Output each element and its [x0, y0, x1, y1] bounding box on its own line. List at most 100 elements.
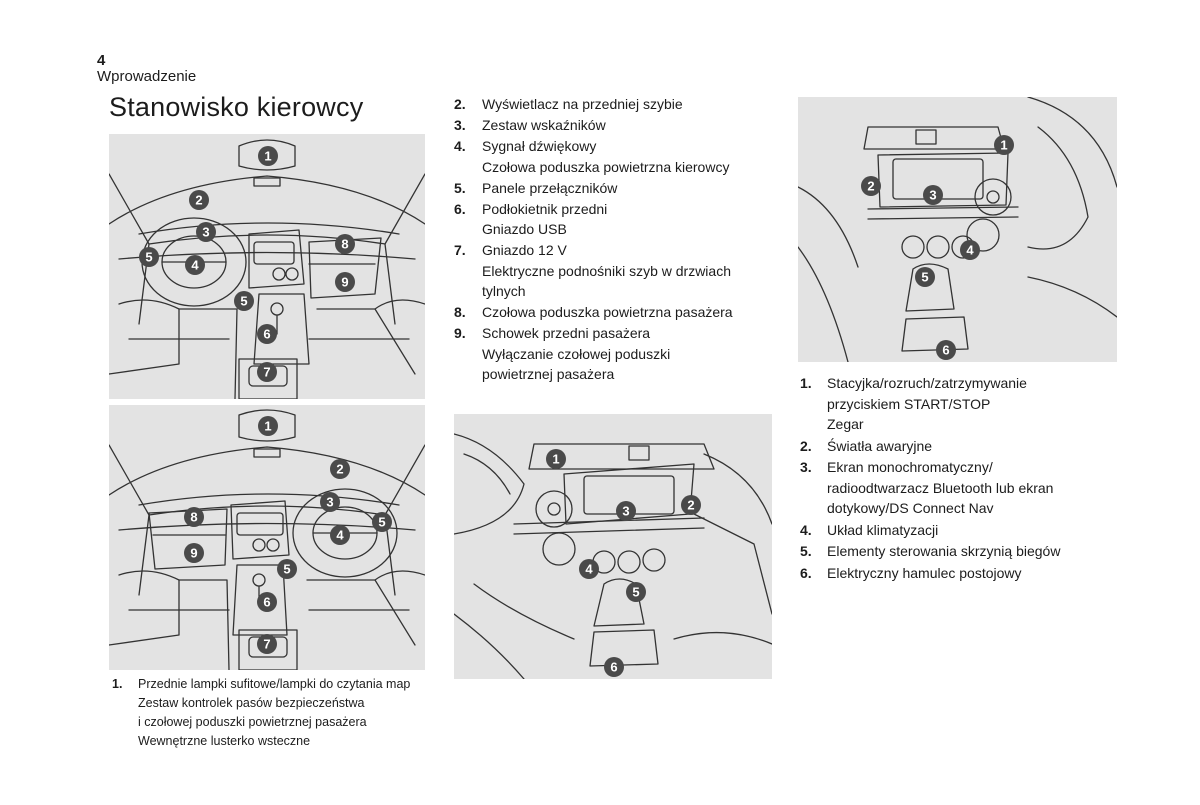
item-line: Elektryczne podnośniki szyb w drzwiach	[482, 262, 731, 279]
callout-number: 1	[552, 452, 559, 467]
callout-number: 6	[942, 343, 949, 358]
callout-number: 3	[929, 188, 936, 203]
item-line: powietrznej pasażera	[482, 366, 615, 382]
callout-marker	[330, 525, 350, 545]
item-text: Przednie lampki sufitowe/lampki do czyta…	[112, 675, 442, 751]
callout-number: 3	[326, 495, 333, 510]
item-text: Zestaw wskaźników	[454, 115, 784, 136]
item-line: i czołowej poduszki powietrznej pasażera	[138, 715, 367, 729]
item-number: 5.	[800, 543, 812, 559]
component-list-bottom: 1. Przednie lampki sufitowe/lampki do czy…	[112, 675, 442, 751]
list-item: 8.Czołowa poduszka powietrzna pasażera	[454, 302, 784, 323]
callout-marker	[184, 543, 204, 563]
item-line: Ekran monochromatyczny/	[827, 459, 993, 475]
item-text: Panele przełączników	[454, 178, 784, 199]
callout-number: 9	[190, 546, 197, 561]
callout-number: 4	[966, 243, 974, 258]
item-number: 3.	[454, 117, 466, 133]
item-text: Wyświetlacz na przedniej szybie	[454, 94, 784, 115]
callout-marker	[681, 495, 701, 515]
callout-marker	[960, 240, 980, 260]
item-number: 6.	[800, 564, 812, 581]
item-text: Światła awaryjne	[800, 436, 1080, 457]
item-line: Gniazdo USB	[482, 221, 567, 237]
item-line: Gniazdo 12 V	[482, 242, 567, 258]
callout-marker	[189, 190, 209, 210]
item-number: 5.	[454, 179, 466, 196]
page-number: 4	[97, 52, 106, 69]
callout-number: 5	[921, 270, 928, 285]
callout-marker	[861, 176, 881, 196]
callout-marker	[257, 634, 277, 654]
callout-number: 5	[240, 294, 247, 309]
item-number: 4.	[800, 521, 812, 538]
callout-number: 3	[202, 225, 209, 240]
callout-number: 3	[622, 504, 629, 519]
callout-marker	[923, 185, 943, 205]
callout-marker	[579, 559, 599, 579]
list-item: 2.Wyświetlacz na przedniej szybie	[454, 94, 784, 115]
callout-number: 2	[336, 462, 343, 477]
item-line: Elektryczny hamulec postojowy	[827, 564, 1022, 581]
item-text: Ekran monochromatyczny/radioodtwarzacz B…	[800, 457, 1080, 519]
callout-marker	[257, 362, 277, 382]
item-line: Wewnętrzne lusterko wsteczne	[138, 734, 311, 748]
callout-marker	[616, 501, 636, 521]
item-line: tylnych	[482, 283, 526, 299]
list-item: 4.Układ klimatyzacji	[800, 520, 1080, 541]
item-number: 1.	[112, 677, 123, 691]
item-line: Elementy sterowania skrzynią biegów	[827, 543, 1061, 559]
callout-marker	[258, 416, 278, 436]
callout-marker	[546, 449, 566, 469]
item-text: Elementy sterowania skrzynią biegów	[800, 541, 1080, 562]
item-number: 9.	[454, 325, 466, 341]
item-line: Podłokietnik przedni	[482, 200, 608, 217]
callout-number: 7	[263, 637, 270, 652]
callout-marker	[936, 340, 956, 360]
callout-marker	[139, 247, 159, 267]
callout-marker	[626, 582, 646, 602]
callout-marker	[234, 291, 254, 311]
item-number: 4.	[454, 138, 466, 154]
callout-number: 2	[687, 498, 694, 513]
callout-number: 6	[263, 595, 270, 610]
callout-number: 5	[632, 585, 639, 600]
item-line: Wyłączanie czołowej poduszki	[482, 345, 671, 362]
callout-marker	[196, 222, 216, 242]
callout-number: 7	[263, 365, 270, 380]
item-number: 2.	[800, 437, 812, 454]
callout-number: 5	[283, 562, 290, 577]
callout-number: 6	[263, 327, 270, 342]
list-item: 2.Światła awaryjne	[800, 436, 1080, 457]
item-line: Przednie lampki sufitowe/lampki do czyta…	[138, 677, 411, 691]
item-line: Czołowa poduszka powietrzna pasażera	[482, 304, 733, 320]
callout-number: 2	[867, 179, 874, 194]
callout-marker	[372, 512, 392, 532]
item-line: dotykowy/DS Connect Nav	[827, 500, 994, 516]
callout-number: 8	[341, 237, 348, 252]
callout-marker	[184, 507, 204, 527]
callout-number: 5	[378, 515, 385, 530]
callout-marker	[258, 146, 278, 166]
callout-marker	[335, 272, 355, 292]
item-line: Zestaw wskaźników	[482, 117, 606, 133]
item-number: 1.	[800, 375, 812, 391]
item-number: 2.	[454, 96, 466, 112]
item-number: 7.	[454, 242, 466, 258]
list-item: 3. Zestaw wskaźników	[454, 115, 784, 136]
callout-marker	[335, 234, 355, 254]
item-line: Zestaw kontrolek pasów bezpieczeństwa	[138, 696, 365, 710]
item-line: Panele przełączników	[482, 179, 618, 196]
item-line: Czołowa poduszka powietrzna kierowcy	[482, 158, 730, 175]
callout-number: 2	[195, 193, 202, 208]
